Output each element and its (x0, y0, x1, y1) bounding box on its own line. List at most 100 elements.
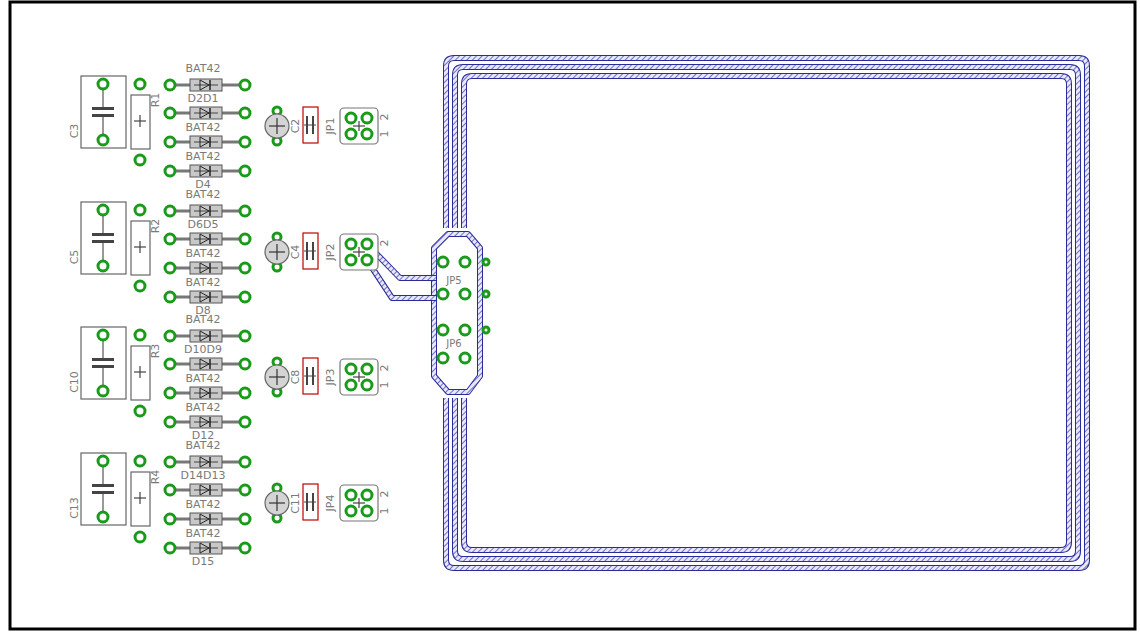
pad (460, 257, 470, 267)
capacitor-outline (81, 327, 126, 399)
component-label: BAT42 (186, 314, 221, 326)
diode-symbol (190, 513, 222, 525)
pad (483, 291, 489, 297)
pad (135, 205, 145, 215)
outline-line (102, 243, 103, 260)
component-label: BAT42 (186, 63, 221, 75)
pad (362, 129, 372, 139)
diode-symbol (190, 205, 222, 217)
pad (483, 259, 489, 265)
coil-trace (464, 76, 1069, 550)
pad (362, 490, 372, 500)
channel-group (81, 327, 378, 428)
component-label: C3 (69, 124, 81, 139)
diode-lead (175, 489, 190, 492)
component-label: D6D5 (188, 219, 219, 231)
pad (240, 457, 250, 467)
component-label: BAT42 (186, 402, 221, 414)
diode-symbol (194, 519, 218, 520)
capacitor-plate (92, 114, 114, 117)
component-label: C8 (290, 370, 302, 385)
diode-symbol (194, 490, 218, 491)
diode-symbol (190, 456, 222, 468)
diode-lead (222, 392, 240, 395)
diode-symbol (190, 262, 222, 274)
diode-lead (222, 421, 240, 424)
diode-symbol (194, 142, 218, 143)
pad (346, 113, 356, 123)
channel-group (81, 453, 378, 554)
pad (362, 239, 372, 249)
pad (98, 330, 108, 340)
diode-lead (222, 518, 240, 521)
pad (240, 137, 250, 147)
capacitor-plate (92, 233, 114, 236)
component-label: BAT42 (186, 373, 221, 385)
outline-line (139, 366, 140, 378)
pad (240, 80, 250, 90)
outline-line (358, 498, 359, 508)
capacitor-lead (304, 376, 316, 377)
trimmer-symbol (265, 240, 289, 264)
capacitor-outline (81, 202, 126, 274)
connection-region (434, 234, 480, 392)
diode-lead (222, 267, 240, 270)
component-label: BAT42 (186, 440, 221, 452)
component-label: R2 (150, 219, 162, 234)
component-label: JP4 (325, 495, 337, 512)
outline-line (358, 372, 359, 382)
resistor-symbol (131, 472, 150, 526)
diode-lead (222, 489, 240, 492)
component-label: 1 (378, 508, 390, 515)
pad (460, 289, 470, 299)
capacitor-outline (81, 453, 126, 525)
pad (135, 406, 145, 416)
capacitor-plate (92, 358, 114, 361)
component-label: 2 (378, 365, 390, 372)
diode-symbol (194, 364, 218, 365)
capacitor-plate (92, 365, 114, 368)
diode-symbol (190, 387, 222, 399)
capacitor-plate (92, 107, 114, 110)
pad (165, 234, 175, 244)
region-mask (428, 228, 488, 398)
outline-line (102, 216, 103, 234)
pad (346, 129, 356, 139)
pad (240, 234, 250, 244)
pad (362, 380, 372, 390)
pad (240, 417, 250, 427)
pad (240, 388, 250, 398)
pad (165, 331, 175, 341)
resistor-symbol (131, 95, 150, 149)
diode-lead (175, 296, 190, 299)
capacitor-outline (303, 233, 318, 269)
coil-antenna (367, 58, 1087, 568)
diode-lead (175, 210, 190, 213)
diode-symbol (194, 297, 218, 298)
diode-lead (175, 335, 190, 338)
diode-lead (175, 112, 190, 115)
component-label: JP5 (446, 275, 461, 287)
pad (346, 255, 356, 265)
diode-lead (222, 210, 240, 213)
component-label: JP6 (446, 338, 461, 350)
component-label: R1 (150, 93, 162, 108)
pad (165, 359, 175, 369)
pad (165, 166, 175, 176)
diode-symbol (190, 165, 222, 177)
outline-line (102, 117, 103, 134)
outline-line (102, 467, 103, 485)
pad (135, 532, 145, 542)
coil-trace (464, 76, 1069, 550)
pad (460, 353, 470, 363)
pad (165, 263, 175, 273)
component-label: BAT42 (186, 189, 221, 201)
pad (240, 485, 250, 495)
diode-lead (175, 518, 190, 521)
diode-symbol (194, 211, 218, 212)
diode-lead (222, 112, 240, 115)
diode-symbol (194, 85, 218, 86)
jumper-outline (340, 234, 378, 270)
